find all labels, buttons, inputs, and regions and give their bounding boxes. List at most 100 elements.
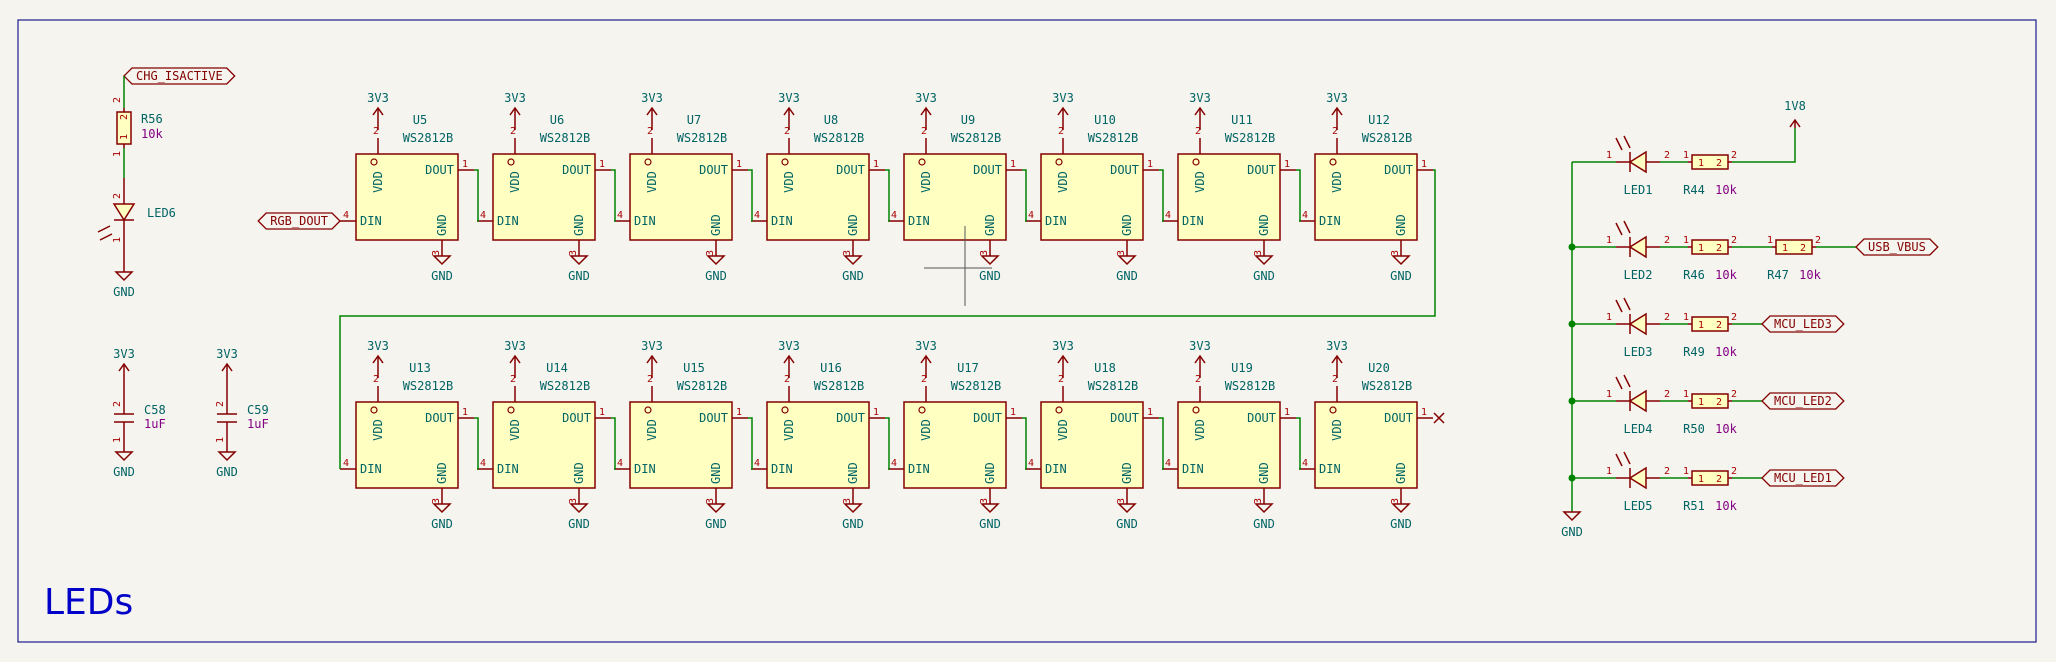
ic-value: WS2812B	[1225, 379, 1276, 393]
led6-triangle	[112, 203, 136, 222]
pin-name-dout: DOUT	[1110, 163, 1139, 177]
ws2812b-led-ic	[492, 401, 596, 489]
ground-symbol	[706, 255, 726, 266]
power-arrow	[920, 354, 932, 364]
resistor-body	[1775, 239, 1813, 255]
pin-number: 1	[1683, 466, 1689, 477]
label-mcu-led-frame	[1761, 315, 1845, 333]
pin-name-vdd: VDD	[1056, 171, 1070, 193]
label-chg-isactive: CHG_ISACTIVE	[136, 69, 223, 83]
pin-number: 1	[1010, 159, 1016, 170]
pin-number: 3	[842, 250, 853, 256]
power-3v3-label: 3V3	[504, 339, 526, 353]
led-ray	[1623, 220, 1631, 234]
pin-number: 1	[1698, 397, 1704, 408]
ws2812b-led-ic	[1040, 401, 1144, 489]
pin-number: 2	[647, 126, 653, 137]
ic-value: WS2812B	[677, 131, 728, 145]
pin-number: 2	[1731, 389, 1737, 400]
pin-name-din: DIN	[908, 214, 930, 228]
pin-name-vdd: VDD	[1056, 419, 1070, 441]
pin1-dot	[507, 406, 515, 414]
led-series-resistor: R49	[1683, 345, 1705, 359]
pin-number: 3	[1390, 250, 1401, 256]
pin-name-din: DIN	[634, 214, 656, 228]
ground-label: GND	[1253, 517, 1275, 531]
pin-number: 1	[119, 134, 130, 140]
pin-name-din: DIN	[497, 214, 519, 228]
power-3v3-label: 3V3	[367, 91, 389, 105]
pin-name-dout: DOUT	[836, 411, 865, 425]
pin-number: 2	[784, 126, 790, 137]
pin-name-din: DIN	[1045, 462, 1067, 476]
pin-number: 1	[112, 437, 123, 443]
pin-name-vdd: VDD	[919, 419, 933, 441]
ic-body	[1040, 153, 1144, 241]
pin-name-gnd: GND	[572, 214, 586, 236]
power-arrow	[783, 354, 795, 364]
ground-symbol	[1391, 255, 1411, 266]
chain-wire	[611, 169, 616, 222]
chain-wire	[611, 417, 616, 470]
pin-number: 1	[1147, 407, 1153, 418]
ic-value: WS2812B	[1225, 131, 1276, 145]
ic-reference: U20	[1368, 361, 1390, 375]
power-arrow	[1057, 106, 1069, 116]
power-arrow	[221, 362, 233, 372]
ic-body	[1177, 153, 1281, 241]
pin-number: 1	[1284, 159, 1290, 170]
ic-reference: U18	[1094, 361, 1116, 375]
label-usb-vbus: USB_VBUS	[1868, 240, 1926, 254]
pin-name-gnd: GND	[1257, 462, 1271, 484]
ws2812b-led-ic	[1314, 401, 1418, 489]
ws2812b-led-ic	[1314, 153, 1418, 241]
pin-name-din: DIN	[771, 462, 793, 476]
pin-number: 2	[510, 126, 516, 137]
pin-number: 1	[1421, 159, 1427, 170]
ic-body	[355, 153, 459, 241]
junction-dot	[1568, 243, 1576, 251]
capacitor-value: 1uF	[144, 417, 166, 431]
pin1-dot	[644, 406, 652, 414]
power-3v3-label: 3V3	[367, 339, 389, 353]
resistor-value: 10k	[1715, 268, 1737, 282]
ws2812b-led-ic	[355, 401, 459, 489]
ic-body	[492, 153, 596, 241]
pin-number: 4	[1028, 458, 1034, 469]
led-reference: LED5	[1624, 499, 1653, 513]
label-usb-vbus-frame	[1855, 238, 1939, 256]
pin-number: 3	[568, 250, 579, 256]
pin-number: 2	[1731, 150, 1737, 161]
pin-name-gnd: GND	[709, 214, 723, 236]
power-arrow	[509, 354, 521, 364]
ic-reference: U11	[1231, 113, 1253, 127]
label-rgb-dout-frame	[257, 212, 341, 230]
resistor-value: 10k	[1715, 183, 1737, 197]
pin-number: 4	[754, 458, 760, 469]
chain-wire	[885, 169, 890, 222]
power-3v3-label: 3V3	[504, 91, 526, 105]
pin-name-vdd: VDD	[645, 171, 659, 193]
label-mcu-led: MCU_LED3	[1774, 317, 1832, 331]
pin-number: 2	[1731, 235, 1737, 246]
power-arrow	[1194, 354, 1206, 364]
ic-value: WS2812B	[403, 379, 454, 393]
pin-name-gnd: GND	[1257, 214, 1271, 236]
pin-number: 4	[1028, 210, 1034, 221]
power-arrow	[646, 354, 658, 364]
chain-wire	[1296, 417, 1301, 470]
ground-label: GND	[113, 465, 135, 479]
ground-symbol	[980, 503, 1000, 514]
chain-wire	[885, 417, 890, 470]
ground-symbol	[1254, 255, 1274, 266]
pin-name-din: DIN	[497, 462, 519, 476]
pin-name-gnd: GND	[983, 462, 997, 484]
pin1-dot	[781, 406, 789, 414]
ground-symbol	[706, 503, 726, 514]
led-ray	[1615, 376, 1623, 390]
pin-name-gnd: GND	[846, 214, 860, 236]
ground-symbol	[432, 503, 452, 514]
pin-number: 4	[891, 210, 897, 221]
power-arrow	[920, 106, 932, 116]
led6-reference: LED6	[147, 206, 176, 220]
